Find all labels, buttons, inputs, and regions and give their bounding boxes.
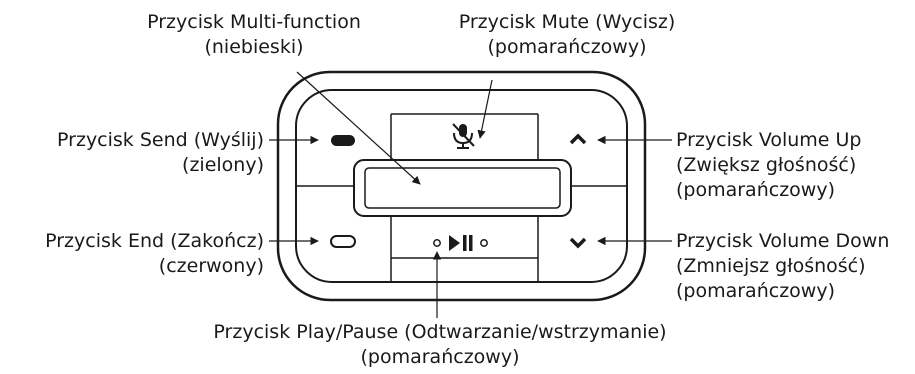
chevron-up-icon[interactable]: [569, 133, 587, 145]
leader-mute: [477, 79, 493, 139]
label-send: Przycisk Send (Wyślij) (zielony): [6, 128, 264, 178]
label-multifunction-line2: (niebieski): [204, 36, 304, 58]
label-play-pause-line1: Przycisk Play/Pause (Odtwarzanie/wstrzym…: [213, 321, 667, 343]
label-multifunction: Przycisk Multi-function (niebieski): [126, 10, 382, 60]
leader-multifunction: [296, 71, 421, 185]
label-mute: Przycisk Mute (Wycisz) (pomarańczowy): [442, 10, 692, 60]
label-play-pause-line2: (pomarańczowy): [360, 346, 520, 368]
send-icon[interactable]: [331, 135, 355, 146]
chevron-down-icon[interactable]: [569, 237, 587, 249]
label-volume-up-line1: Przycisk Volume Up: [676, 129, 862, 151]
label-end-line1: Przycisk End (Zakończ): [45, 230, 264, 252]
label-mute-line2: (pomarańczowy): [487, 36, 647, 58]
label-mute-line1: Przycisk Mute (Wycisz): [458, 11, 676, 33]
label-send-line1: Przycisk Send (Wyślij): [57, 129, 264, 151]
label-volume-down: Przycisk Volume Down (Zmniejsz głośność)…: [676, 229, 914, 304]
label-end-line2: (czerwony): [158, 255, 264, 277]
mic-mute-icon[interactable]: [452, 123, 475, 149]
label-play-pause: Przycisk Play/Pause (Odtwarzanie/wstrzym…: [160, 320, 720, 370]
play-pause-icon[interactable]: [433, 235, 488, 251]
label-volume-down-line3: (pomarańczowy): [676, 280, 835, 302]
label-end: Przycisk End (Zakończ) (czerwony): [6, 229, 264, 279]
label-multifunction-line1: Przycisk Multi-function: [147, 11, 361, 33]
multifunction-button-inner: [364, 167, 561, 209]
label-volume-down-line2: (Zmniejsz głośność): [676, 255, 866, 277]
label-volume-up-line3: (pomarańczowy): [676, 179, 835, 201]
label-send-line2: (zielony): [182, 154, 264, 176]
label-volume-down-line1: Przycisk Volume Down: [676, 230, 890, 252]
end-icon[interactable]: [330, 235, 356, 248]
label-volume-up-line2: (Zwiększ głośność): [676, 154, 857, 176]
label-volume-up: Przycisk Volume Up (Zwiększ głośność) (p…: [676, 128, 912, 203]
